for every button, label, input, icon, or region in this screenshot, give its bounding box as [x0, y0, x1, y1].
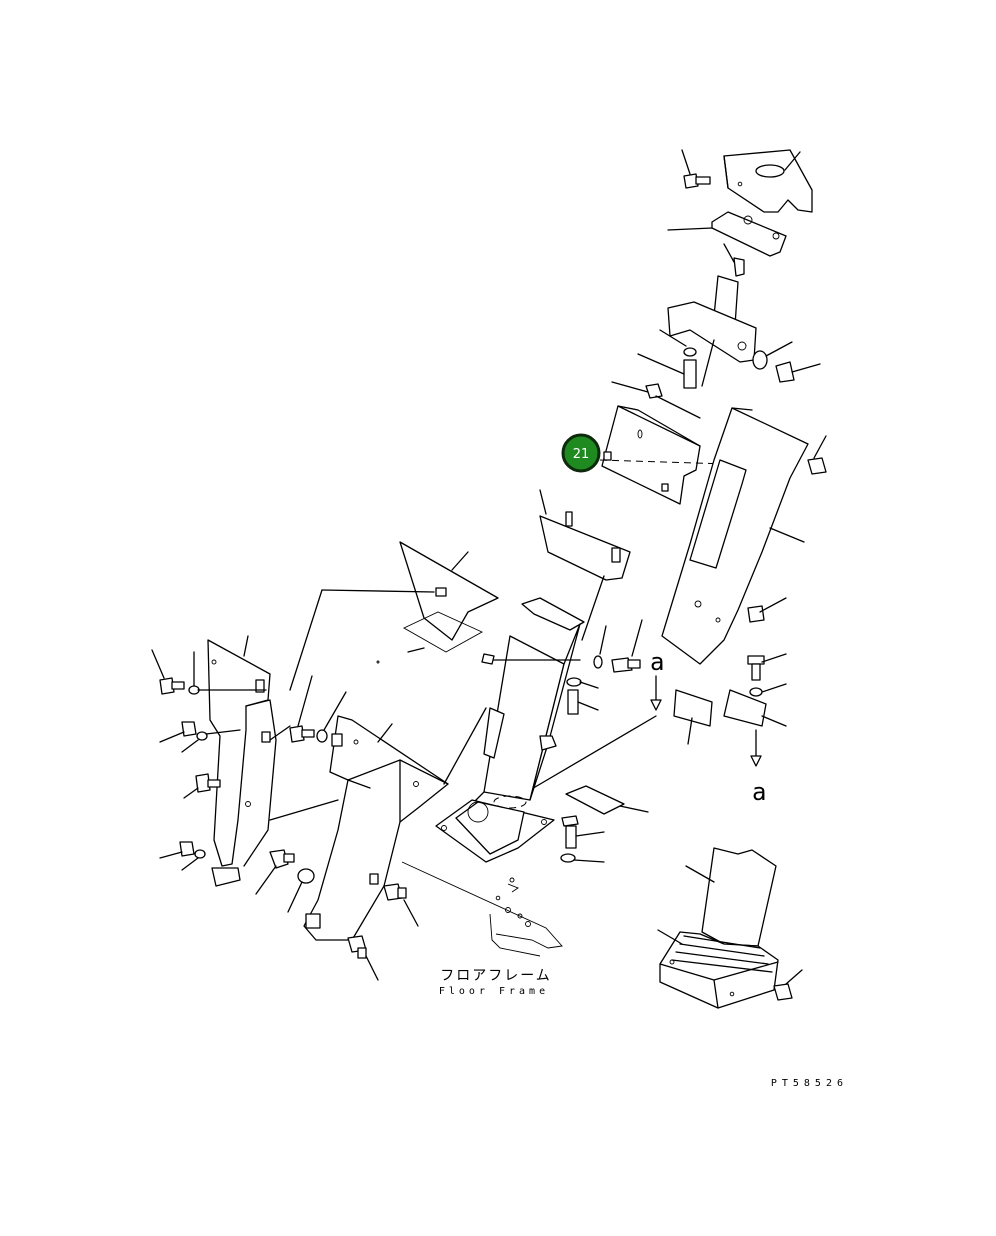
- stand-base-plate: [435, 795, 555, 863]
- middle-bolt-washer: [289, 675, 347, 743]
- center-stand-column: [455, 597, 585, 821]
- left-cover-inner: [269, 707, 487, 941]
- label-plate-left: [673, 689, 713, 745]
- svg-text:PT58526: PT58526: [771, 1078, 848, 1089]
- left-cover-bolts: [151, 649, 267, 871]
- top-cover: [723, 149, 813, 213]
- upper-left-bracket: [289, 541, 581, 691]
- vertical-bolt-washer: [747, 653, 787, 697]
- upper-bracket: [667, 211, 787, 257]
- front-cover-panel: [601, 405, 701, 505]
- column-washer-bolt: [637, 329, 697, 389]
- right-cover-bolt: [807, 435, 827, 475]
- svg-text:Floor Frame: Floor Frame: [439, 986, 549, 997]
- ref-a-right: a: [752, 778, 766, 806]
- right-washer-bolt: [752, 341, 821, 383]
- base-bolt-washer: [560, 815, 605, 863]
- base-clamp-plate: [565, 785, 649, 815]
- boot-bolt: [773, 969, 803, 1001]
- lower-right-bolt: [747, 597, 787, 623]
- top-bolt: [681, 149, 711, 189]
- drawing-id: PT58526: [771, 1078, 848, 1089]
- upper-stand-bracket: [539, 489, 631, 641]
- svg-text:a: a: [752, 778, 766, 806]
- right-column-cover: [661, 407, 809, 665]
- svg-text:a: a: [650, 648, 664, 676]
- callout-badge-21[interactable]: 21: [561, 433, 601, 473]
- steering-column-shaft: [667, 243, 757, 387]
- floor-frame-outline: [376, 660, 563, 957]
- lever-boot: [657, 847, 779, 1009]
- callout-number: 21: [573, 447, 590, 462]
- ref-a-center: a: [529, 648, 664, 791]
- center-bolt-washer: [566, 619, 643, 715]
- label-plate-right: [723, 689, 787, 767]
- column-nut: [611, 381, 701, 419]
- floor-frame-label: フロアフレーム Floor Frame: [439, 968, 552, 997]
- svg-text:フロアフレーム: フロアフレーム: [440, 968, 552, 984]
- lower-left-fasteners: [255, 849, 419, 981]
- left-cover-outer: [207, 635, 277, 887]
